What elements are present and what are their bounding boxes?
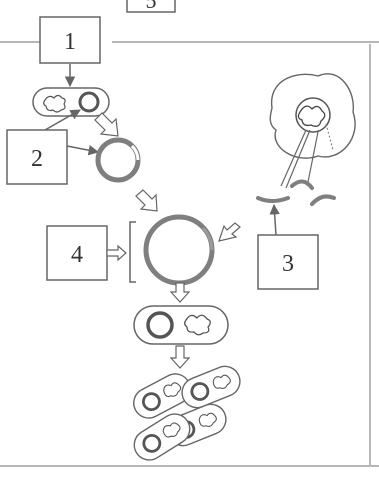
label-box-4: 4 [46,225,108,281]
top-partial-box: 5 [126,0,176,13]
label-box-2: 2 [6,129,68,185]
label-1: 1 [64,29,76,55]
arrow-nucleus-to-fragment [280,129,307,187]
top-partial-label: 5 [146,0,157,13]
hollow-arrow-transform [169,282,191,303]
label-box-1: 1 [39,16,101,64]
hollow-arrow-4 [106,244,127,262]
bacteria-colony [133,365,241,461]
bacterium-recombinant [133,305,229,345]
hollow-arrow-insert [218,222,241,242]
isolated-plasmid [95,137,141,183]
recombinant-plasmid [129,214,215,286]
bacterium-top [32,87,110,117]
arrow-nucleus-to-fragment-3 [307,131,319,183]
label-box-3: 3 [257,234,319,290]
arrow-3-to-fragment [269,203,280,236]
hollow-arrow-divide [169,345,191,369]
label-2: 2 [31,146,43,172]
diagram-frame [0,41,379,467]
dna-fragments [256,179,336,206]
label-3: 3 [282,251,294,277]
hollow-arrow-isolate [94,112,119,137]
arrow-nucleus-to-fragment-2 [285,129,311,189]
arrow-2-to-cell-plasmid [44,109,81,131]
hollow-arrow-cut [135,189,158,212]
arrow-2-to-plasmid [66,145,100,156]
label-4: 4 [71,242,83,268]
donor-cell [269,73,356,159]
